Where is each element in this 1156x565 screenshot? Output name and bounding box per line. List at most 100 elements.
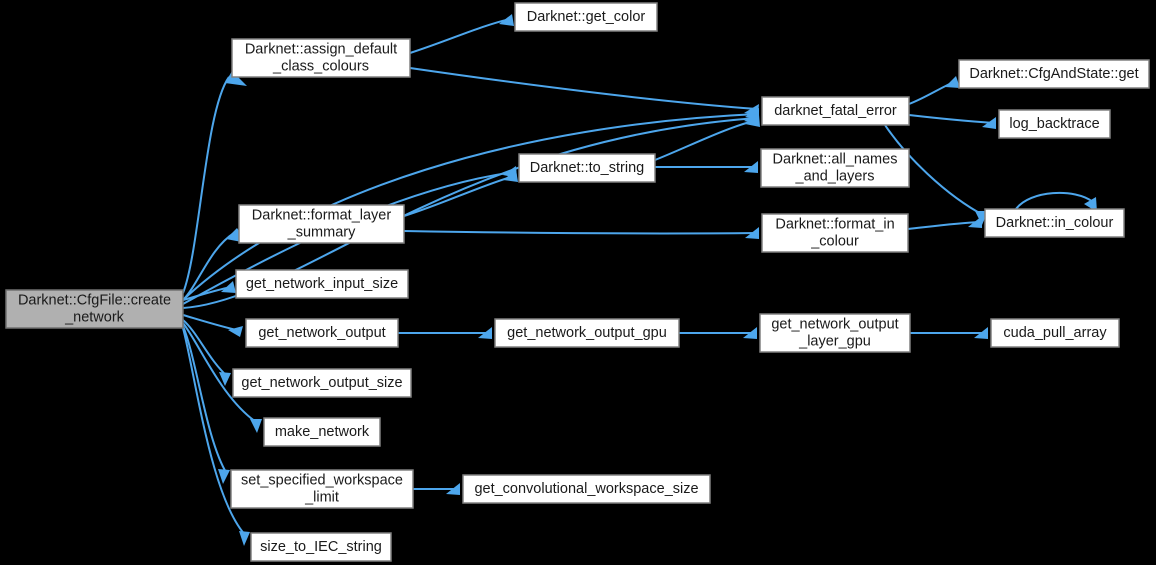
node-get_network_input_size[interactable]: get_network_input_size <box>235 269 409 299</box>
edge-assign_default_class_colours-to-darknet_fatal_error <box>409 67 758 110</box>
edge-create_network-to-set_specified_workspace_limit <box>182 325 228 475</box>
node-all_names_and_layers[interactable]: Darknet::all_names_and_layers <box>760 148 910 188</box>
node-get_network_output_layer_gpu[interactable]: get_network_output_layer_gpu <box>759 313 911 353</box>
arrowhead-icon <box>228 326 243 337</box>
node-box[interactable] <box>998 109 1111 139</box>
node-box[interactable] <box>250 532 392 562</box>
node-in_colour[interactable]: Darknet::in_colour <box>984 208 1125 238</box>
node-box[interactable] <box>231 38 411 78</box>
node-darknet_fatal_error[interactable]: darknet_fatal_error <box>761 96 910 126</box>
node-label: cuda_pull_array <box>1003 325 1107 341</box>
node-to_string[interactable]: Darknet::to_string <box>518 153 656 183</box>
node-label: Darknet::assign_default <box>245 41 397 57</box>
node-box[interactable] <box>759 313 911 353</box>
node-box[interactable] <box>990 318 1120 348</box>
edge-darknet_fatal_error-to-log_backtrace <box>908 114 995 124</box>
node-label: _class_colours <box>272 58 369 74</box>
node-set_specified_workspace_limit[interactable]: set_specified_workspace_limit <box>230 469 414 509</box>
edge-in_colour-to-in_colour <box>1015 191 1094 210</box>
node-label: size_to_IEC_string <box>260 539 382 555</box>
node-box[interactable] <box>761 213 909 253</box>
arrowhead-icon <box>239 531 250 546</box>
node-assign_default_class_colours[interactable]: Darknet::assign_default_class_colours <box>231 38 411 78</box>
node-get_network_output_size[interactable]: get_network_output_size <box>232 368 412 398</box>
node-box[interactable] <box>232 368 412 398</box>
edge-assign_default_class_colours-to-get_color <box>409 18 511 54</box>
edge-format_layer_summary-to-to_string <box>403 175 515 217</box>
node-make_network[interactable]: make_network <box>263 417 381 447</box>
edge-create_network-to-get_network_output_size <box>182 319 229 378</box>
arrowhead-icon <box>478 327 492 339</box>
node-box[interactable] <box>462 474 711 504</box>
node-box[interactable] <box>235 269 409 299</box>
node-label: Darknet::get_color <box>527 9 646 25</box>
edge-create_network-to-assign_default_class_colours <box>182 76 230 294</box>
node-log_backtrace[interactable]: log_backtrace <box>998 109 1111 139</box>
arrowhead-icon <box>225 71 247 86</box>
node-cfg_and_state_get[interactable]: Darknet::CfgAndState::get <box>958 59 1150 89</box>
node-label: Darknet::format_layer <box>252 207 392 223</box>
node-label: get_network_output_gpu <box>507 325 667 341</box>
arrowhead-icon <box>745 115 760 127</box>
node-label: get_convolutional_workspace_size <box>474 481 698 497</box>
node-create_network[interactable]: Darknet::CfgFile::create_network <box>5 289 184 329</box>
node-label: make_network <box>275 424 370 440</box>
node-box[interactable] <box>263 417 381 447</box>
arrowhead-icon <box>499 14 514 26</box>
arrowhead-icon <box>446 483 460 495</box>
arrowhead-icon <box>745 227 759 239</box>
node-box[interactable] <box>761 96 910 126</box>
node-box[interactable] <box>245 318 399 348</box>
node-label: _layer_gpu <box>798 333 871 349</box>
node-get_convolutional_workspace_size[interactable]: get_convolutional_workspace_size <box>462 474 711 504</box>
node-get_color[interactable]: Darknet::get_color <box>514 2 658 32</box>
node-box[interactable] <box>760 148 910 188</box>
arrowhead-icon <box>743 327 757 339</box>
node-box[interactable] <box>494 318 680 348</box>
node-box[interactable] <box>518 153 656 183</box>
node-label: _network <box>64 309 125 325</box>
node-label: _summary <box>287 224 356 240</box>
node-label: _limit <box>304 489 339 505</box>
edge-to_string-to-darknet_fatal_error <box>654 119 758 161</box>
node-label: _and_layers <box>795 168 875 184</box>
edge-format_layer_summary-to-format_in_colour <box>403 230 758 235</box>
arrowhead-icon <box>974 327 988 339</box>
arrowhead-icon <box>744 104 759 115</box>
node-box[interactable] <box>5 289 184 329</box>
node-get_network_output_gpu[interactable]: get_network_output_gpu <box>494 318 680 348</box>
node-label: _colour <box>810 233 859 249</box>
node-box[interactable] <box>984 208 1125 238</box>
node-get_network_output[interactable]: get_network_output <box>245 318 399 348</box>
arrowhead-icon <box>221 281 236 293</box>
arrowhead-icon <box>982 117 996 129</box>
node-size_to_IEC_string[interactable]: size_to_IEC_string <box>250 532 392 562</box>
arrowhead-icon <box>968 216 982 228</box>
node-label: set_specified_workspace <box>241 472 403 488</box>
arrowhead-icon <box>218 469 230 484</box>
node-label: get_network_output_size <box>241 375 402 391</box>
nodes-layer: Darknet::CfgFile::create_networkDarknet:… <box>5 2 1150 562</box>
node-format_in_colour[interactable]: Darknet::format_in_colour <box>761 213 909 253</box>
edge-create_network-to-size_to_IEC_string <box>182 327 248 538</box>
edge-darknet_fatal_error-to-in_colour <box>884 124 986 217</box>
node-label: get_network_input_size <box>246 276 398 292</box>
node-label: get_network_output <box>771 316 898 332</box>
node-format_layer_summary[interactable]: Darknet::format_layer_summary <box>238 204 405 244</box>
node-box[interactable] <box>514 2 658 32</box>
node-label: Darknet::CfgFile::create <box>18 292 171 308</box>
node-label: Darknet::format_in <box>775 216 894 232</box>
node-box[interactable] <box>958 59 1150 89</box>
node-label: Darknet::in_colour <box>996 215 1114 231</box>
node-label: darknet_fatal_error <box>774 103 897 119</box>
arrowhead-icon <box>219 372 231 386</box>
node-cuda_pull_array[interactable]: cuda_pull_array <box>990 318 1120 348</box>
edge-format_in_colour-to-in_colour <box>907 221 981 230</box>
node-box[interactable] <box>238 204 405 244</box>
arrowhead-icon <box>503 170 518 182</box>
node-label: Darknet::CfgAndState::get <box>969 66 1138 82</box>
node-box[interactable] <box>230 469 414 509</box>
node-label: log_backtrace <box>1009 116 1099 132</box>
node-label: Darknet::all_names <box>773 151 898 167</box>
